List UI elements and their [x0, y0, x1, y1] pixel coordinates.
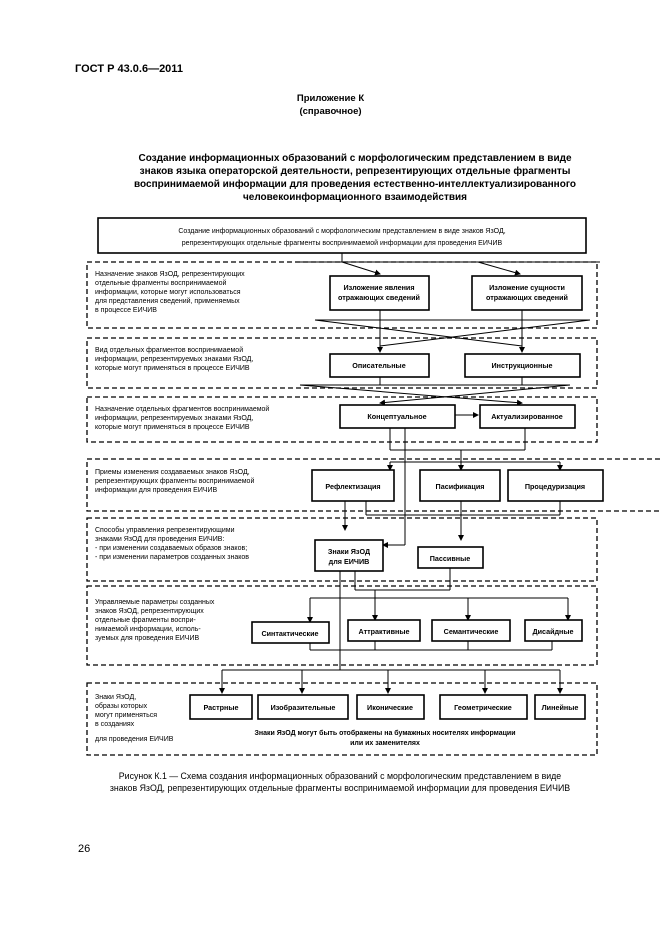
row7-label: Знаки ЯзОД,: [95, 694, 136, 701]
box-label: Растрные: [203, 703, 238, 712]
box-label: Знаки ЯзОД: [328, 547, 370, 556]
row6-label: Управляемые параметры созданных: [95, 599, 215, 606]
box-pictorial: [257, 694, 349, 720]
row7-label: могут применяться: [95, 712, 157, 719]
box-label: для ЕИЧИВ: [329, 557, 370, 566]
top-box-line-1: Создание информационных образований с мо…: [178, 227, 505, 235]
box-label: Рефлектизация: [325, 482, 380, 491]
box-attractive: [347, 619, 421, 642]
box-label: Пассивные: [430, 554, 470, 563]
box-conceptual: [339, 404, 456, 429]
row3-label: которые могут применяться в процессе ЕИЧ…: [95, 424, 250, 431]
box-label: Аттрактивные: [359, 627, 410, 636]
box-passive: [417, 546, 484, 569]
box-label: Концептуальное: [367, 412, 426, 421]
row7-label: образы которых: [95, 702, 148, 710]
box-instructional: [464, 353, 581, 378]
title-line: человекоинформационного взаимодействия: [242, 192, 468, 203]
row6-label: знаков ЯзОД, репрезентирующих: [95, 608, 204, 615]
figure-caption: Рисунок К.1 — Схема создания информацион…: [40, 770, 640, 794]
appendix-subtitle: (справочное): [299, 106, 362, 117]
row2-label: информации, репрезентируемых знаками ЯзО…: [95, 356, 253, 363]
box-actualized: [479, 404, 576, 429]
note-line: или их заменителях: [350, 740, 420, 747]
box-geometric: [439, 694, 528, 720]
row5-label: Способы управления репрезентирующими: [95, 526, 235, 534]
box-label: Пасификация: [436, 482, 485, 491]
row2-label: Вид отдельных фрагментов воспринимаемой: [95, 346, 243, 354]
row-frame: [86, 682, 598, 756]
box-label: Геометрические: [454, 703, 512, 712]
row-labels: Назначение знаков ЯзОД, репрезентирующих…: [95, 271, 269, 743]
box-label: Иконические: [367, 703, 413, 712]
top-box-line-2: репрезентирующих отдельные фрагменты вос…: [182, 239, 503, 247]
row1-label: в процессе ЕИЧИВ: [95, 307, 157, 314]
box-proceduralization: [507, 469, 604, 502]
figure-title: Создание информационных образований с мо…: [60, 152, 650, 204]
box-signs: [314, 539, 384, 572]
row3-label: информации, репрезентируемых знаками ЯзО…: [95, 415, 253, 422]
row7-label: для проведения ЕИЧИВ: [95, 736, 174, 743]
box-label: отражающих сведений: [486, 293, 568, 302]
top-box: [97, 217, 587, 254]
box-linear: [534, 694, 586, 720]
box-semantic: [431, 619, 511, 642]
row4-label: Приемы изменения создаваемых знаков ЯзОД…: [95, 469, 250, 476]
title-line: Создание информационных образований с мо…: [138, 153, 572, 164]
page-number: 26: [78, 843, 91, 855]
row3-label: Назначение отдельных фрагментов восприни…: [95, 405, 269, 413]
row4-label: информации для проведения ЕИЧИВ: [95, 487, 218, 494]
note-line: Знаки ЯзОД могут быть отображены на бума…: [254, 729, 515, 737]
row6-label: нимаемой информации, исполь-: [95, 625, 201, 633]
box-label: Дисайдные: [532, 627, 573, 636]
title-line: знаков языка операторской деятельности, …: [139, 166, 571, 177]
row7-label: в созданиях: [95, 721, 135, 728]
box-pacification: [419, 469, 501, 502]
box-label: Описательные: [352, 361, 405, 370]
box-label: отражающих сведений: [338, 293, 420, 302]
row5-label: знаками ЯзОД для проведения ЕИЧИВ:: [95, 536, 224, 543]
row-frame: [86, 396, 598, 443]
row5-label: - при изменении параметров созданных зна…: [95, 554, 249, 561]
box-label: Процедуризация: [525, 482, 585, 491]
appendix-title: Приложение К: [296, 93, 365, 104]
box-label: Изложение сущности: [489, 283, 565, 292]
caption-line: знаков ЯзОД, репрезентирующих отдельные …: [109, 783, 571, 793]
row1-label: для представления сведений, применяемых: [95, 297, 240, 305]
box-reflectization: [311, 469, 395, 502]
box-disayd: [524, 619, 583, 642]
title-line: воспринимаемой информации для проведения…: [134, 179, 576, 190]
document-header: ГОСТ Р 43.0.6—2011: [75, 63, 183, 75]
row4-label: репрезентирующих фрагменты воспринимаемо…: [95, 477, 254, 485]
row-frame: [86, 585, 598, 666]
row-frame: [86, 517, 598, 582]
row6-label: зуемых для проведения ЕИЧИВ: [95, 635, 199, 642]
row2-label: которые могут применяться в процессе ЕИЧ…: [95, 365, 250, 372]
box-label: Изобразительные: [271, 703, 336, 712]
row1-label: Назначение знаков ЯзОД, репрезентирующих: [95, 271, 245, 278]
box-phenomenon: [329, 275, 430, 311]
box-iconic: [356, 694, 425, 720]
box-label: Синтактические: [261, 629, 318, 638]
box-syntactic: [251, 621, 330, 644]
box-label: Инструкционные: [492, 361, 553, 370]
row5-label: - при изменении создаваемых образов знак…: [95, 544, 247, 552]
box-essence: [471, 275, 583, 311]
caption-line: Рисунок К.1 — Схема создания информацион…: [118, 771, 562, 781]
box-descriptive: [329, 353, 430, 378]
row6-label: отдельные фрагменты воспри-: [95, 617, 196, 624]
row1-label: отдельные фрагменты воспринимаемой: [95, 279, 226, 287]
row-frames: [86, 261, 661, 756]
connectors: [219, 253, 600, 694]
box-label: Изложение явления: [343, 283, 414, 292]
box-label: Семантические: [444, 627, 499, 636]
box-label: Линейные: [542, 703, 579, 712]
box-label: Актуализированное: [491, 412, 563, 421]
row1-label: информации, которые могут использоваться: [95, 289, 241, 296]
row-frame: [86, 458, 661, 512]
box-raster: [189, 694, 253, 720]
